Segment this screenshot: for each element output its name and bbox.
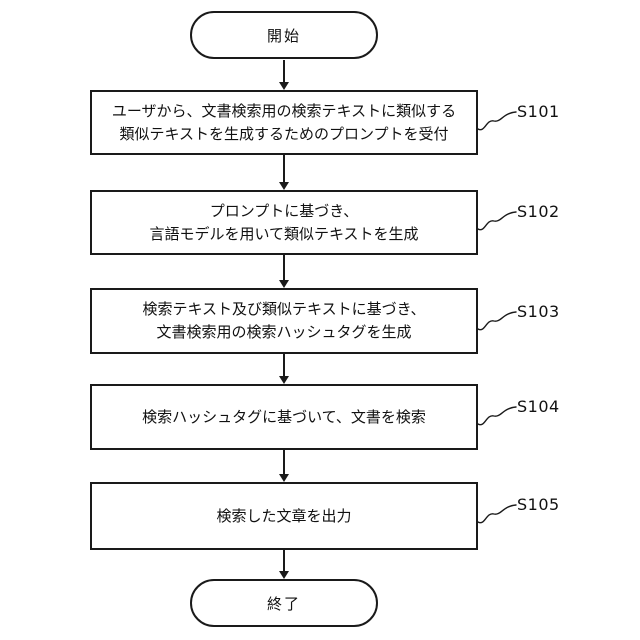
end-terminal: 終了 <box>190 579 378 627</box>
step-label-s103: S103 <box>517 302 560 321</box>
process-text-line: 検索した文章を出力 <box>216 506 352 525</box>
flow-arrow <box>279 155 289 190</box>
process-box-s104: 検索ハッシュタグに基づいて、文書を検索 <box>90 384 478 450</box>
end-label: 終了 <box>266 594 301 613</box>
process-box-s105: 検索した文章を出力 <box>90 482 478 550</box>
step-label-s104: S104 <box>517 397 560 416</box>
arrow-head-icon <box>279 376 289 384</box>
process-box-s102: プロンプトに基づき、 言語モデルを用いて類似テキストを生成 <box>90 190 478 255</box>
process-text-line: ユーザから、文書検索用の検索テキストに類似する <box>111 101 457 120</box>
flow-arrow <box>279 255 289 288</box>
arrow-head-icon <box>279 182 289 190</box>
process-text-line: 類似テキストを生成するためのプロンプトを受付 <box>119 124 449 143</box>
step-label-s101: S101 <box>517 102 560 121</box>
flow-arrow <box>279 354 289 384</box>
arrow-head-icon <box>279 474 289 482</box>
arrow-head-icon <box>279 571 289 579</box>
flow-arrow <box>279 550 289 579</box>
reference-line-squiggle-icon <box>477 211 517 231</box>
reference-line-squiggle-icon <box>477 311 517 331</box>
process-text-line: 文書検索用の検索ハッシュタグを生成 <box>156 323 412 341</box>
step-label-s105: S105 <box>517 495 560 514</box>
process-box-s101: ユーザから、文書検索用の検索テキストに類似する 類似テキストを生成するためのプロ… <box>90 90 478 155</box>
reference-line-squiggle-icon <box>477 111 517 131</box>
process-text-line: 検索テキスト及び類似テキストに基づき、 <box>142 300 426 318</box>
flow-arrow <box>279 450 289 482</box>
reference-line-squiggle-icon <box>477 406 517 426</box>
process-text-line: 言語モデルを用いて類似テキストを生成 <box>149 224 419 243</box>
start-label: 開始 <box>266 26 301 45</box>
reference-line-squiggle-icon <box>477 504 517 524</box>
process-text-line: 検索ハッシュタグに基づいて、文書を検索 <box>142 407 426 426</box>
arrow-head-icon <box>279 280 289 288</box>
flow-arrow <box>279 60 289 90</box>
process-text-line: プロンプトに基づき、 <box>209 201 359 220</box>
process-box-s103: 検索テキスト及び類似テキストに基づき、 文書検索用の検索ハッシュタグを生成 <box>90 288 478 354</box>
arrow-head-icon <box>279 82 289 90</box>
step-label-s102: S102 <box>517 202 560 221</box>
start-terminal: 開始 <box>190 11 378 59</box>
